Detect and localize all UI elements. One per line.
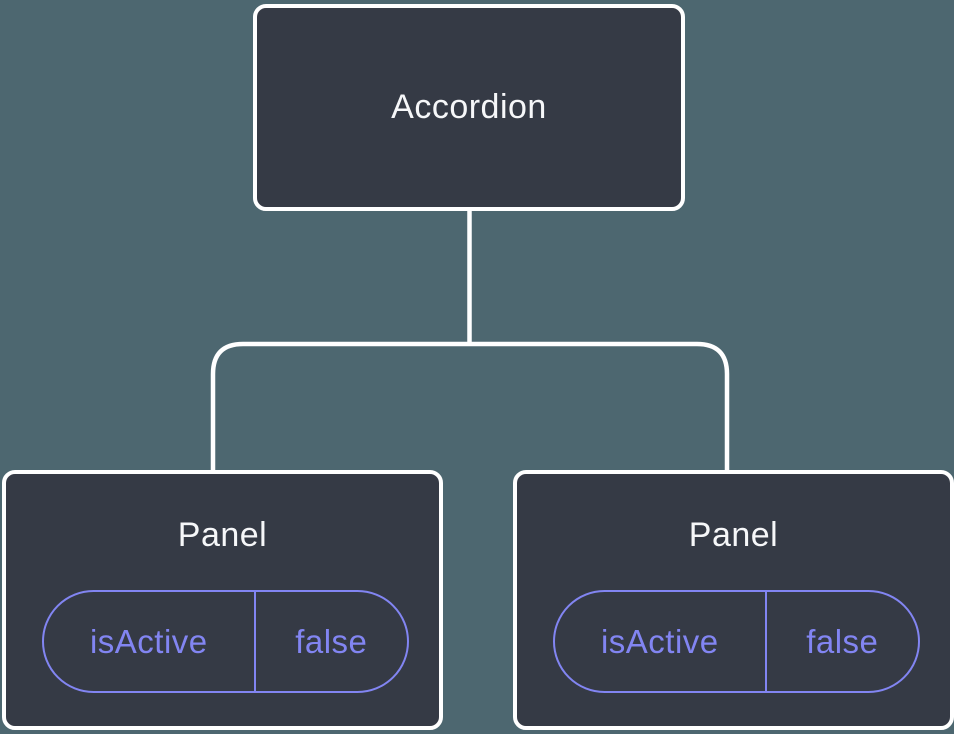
root-node-label: Accordion <box>391 88 547 126</box>
panel-1-label: Panel <box>177 516 268 554</box>
children-bracket-line <box>210 341 730 472</box>
panel-1-state-name: isActive <box>44 592 256 691</box>
root-node-accordion: Accordion <box>253 4 685 211</box>
panel-2-label: Panel <box>688 516 779 554</box>
panel-1-state-value: false <box>295 622 368 660</box>
panel-2-state-value: false <box>806 622 879 660</box>
panel-2-state-pill: isActive false <box>553 590 920 693</box>
child-node-panel-1: Panel isActive false <box>2 470 443 730</box>
panel-2-state-name: isActive <box>555 592 767 691</box>
panel-1-state-pill: isActive false <box>42 590 409 693</box>
child-node-panel-2: Panel isActive false <box>513 470 954 730</box>
